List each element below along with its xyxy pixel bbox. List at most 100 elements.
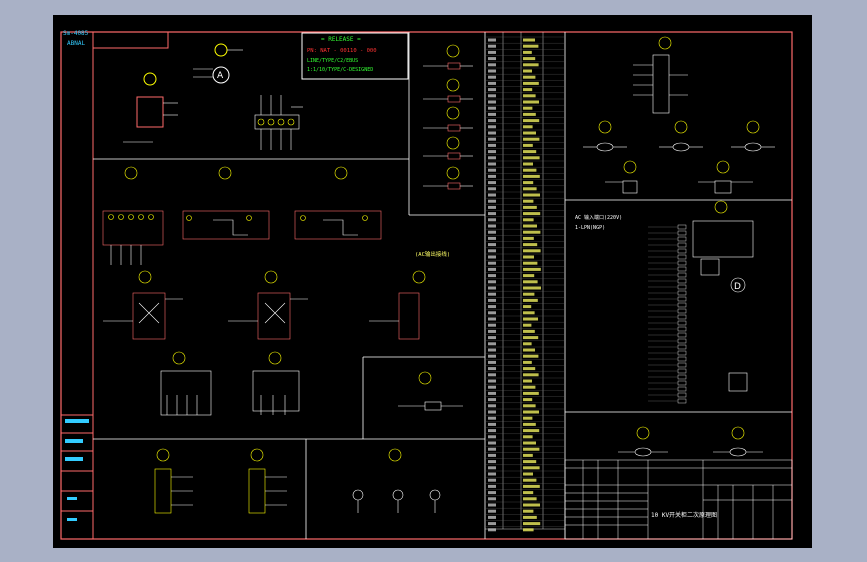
table-cell-mark — [488, 88, 496, 92]
table-cell-mark — [488, 305, 496, 309]
table-cell-mark — [488, 119, 496, 123]
terminal-cell — [677, 362, 687, 368]
table-cell-mark — [523, 509, 534, 513]
terminal-cell — [677, 326, 687, 332]
table-cell-mark — [488, 491, 496, 495]
table-cell-mark — [488, 509, 496, 513]
table-cell-mark — [523, 379, 532, 383]
table-cell-mark — [488, 379, 496, 383]
outer-frame — [60, 31, 793, 540]
table-cell-mark — [523, 286, 541, 290]
relay-row-2: (AC输出接线) — [103, 250, 450, 340]
svg-text:1:1/10/TYPE/C-DESIGNED: 1:1/10/TYPE/C-DESIGNED — [307, 67, 373, 73]
table-cell-mark — [523, 106, 533, 110]
table-cell-mark — [488, 131, 496, 135]
table-cell-mark — [488, 478, 496, 482]
table-cell-mark — [488, 249, 496, 253]
terminal-cell — [677, 248, 687, 254]
title-block — [564, 459, 793, 540]
table-cell-mark — [488, 416, 496, 420]
table-cell-mark — [488, 75, 496, 79]
table-cell-mark — [488, 181, 496, 185]
table-cell-mark — [488, 143, 496, 147]
table-cell-mark — [523, 193, 540, 197]
table-cell-mark — [523, 50, 532, 54]
table-cell-mark — [523, 385, 536, 389]
table-cell-mark — [523, 391, 539, 395]
table-cell-mark — [523, 131, 536, 135]
table-cell-mark — [523, 342, 532, 346]
table-cell-mark — [488, 317, 496, 321]
table-cell-mark — [523, 497, 537, 501]
table-cell-mark — [488, 168, 496, 172]
table-cell-mark — [523, 416, 533, 420]
table-cell-mark — [523, 373, 539, 377]
table-cell-mark — [488, 429, 496, 433]
table-cell-mark — [488, 218, 496, 222]
table-cell-mark — [523, 236, 534, 240]
table-cell-mark — [523, 360, 532, 364]
table-cell-mark — [488, 515, 496, 519]
table-cell-mark — [488, 230, 496, 234]
table-cell-mark — [523, 311, 535, 315]
table-cell-mark — [523, 503, 540, 507]
table-cell-mark — [488, 112, 496, 116]
drawing-title: 10 KV开关柜二次原理图 — [651, 511, 717, 519]
table-cell-mark — [488, 447, 496, 451]
table-cell-mark — [523, 230, 541, 234]
table-cell-mark — [523, 422, 536, 426]
table-cell-mark — [488, 38, 496, 42]
svg-text:AC 输入端口(220V): AC 输入端口(220V) — [575, 214, 622, 221]
table-cell-mark — [523, 323, 532, 327]
table-cell-mark — [488, 193, 496, 197]
table-cell-mark — [488, 224, 496, 228]
table-cell-mark — [488, 323, 496, 327]
side-label-top: Sm-4085 — [63, 30, 89, 37]
table-cell-mark — [523, 280, 538, 284]
table-cell-mark — [488, 280, 496, 284]
table-cell-mark — [488, 125, 496, 129]
right-terminal-strip — [648, 224, 687, 404]
table-cell-mark — [523, 112, 536, 116]
terminal-cell — [677, 332, 687, 338]
table-cell-mark — [488, 385, 496, 389]
svg-text:= RELEASE =: = RELEASE = — [321, 36, 361, 43]
table-cell-mark — [523, 57, 536, 61]
terminal-rows — [485, 36, 565, 532]
table-cell-mark — [488, 286, 496, 290]
table-cell-mark — [488, 391, 496, 395]
bottom-relays — [154, 448, 441, 514]
table-cell-mark — [488, 243, 496, 247]
terminal-cell — [677, 260, 687, 266]
terminal-cell — [677, 368, 687, 374]
terminal-cell — [677, 308, 687, 314]
table-cell-mark — [488, 106, 496, 110]
table-cell-mark — [523, 274, 535, 278]
table-cell-mark — [488, 466, 496, 470]
table-cell-mark — [523, 38, 535, 42]
table-cell-mark — [523, 453, 533, 457]
terminal-cell — [677, 290, 687, 296]
table-cell-mark — [523, 398, 533, 402]
table-cell-mark — [488, 367, 496, 371]
svg-text:1-LPN(NGP): 1-LPN(NGP) — [575, 225, 605, 231]
table-cell-mark — [523, 404, 536, 408]
table-cell-mark — [523, 199, 534, 203]
table-cell-mark — [523, 81, 539, 85]
table-cell-mark — [523, 317, 538, 321]
table-cell-mark — [523, 162, 533, 166]
table-cell-mark — [523, 515, 537, 519]
svg-text:D: D — [734, 282, 741, 292]
table-cell-mark — [488, 267, 496, 271]
table-cell-mark — [523, 460, 537, 464]
table-cell-mark — [488, 497, 496, 501]
table-cell-mark — [488, 69, 496, 73]
table-cell-mark — [488, 44, 496, 48]
release-box — [301, 32, 409, 80]
table-cell-mark — [523, 367, 536, 371]
table-cell-mark — [488, 522, 496, 526]
right-middle: AC 输入端口(220V) 1-LPN(NGP) D — [575, 200, 754, 392]
table-cell-mark — [488, 329, 496, 333]
table-cell-mark — [488, 354, 496, 358]
svg-text:PN: NAT - 00110 - 000: PN: NAT - 00110 - 000 — [307, 48, 377, 54]
